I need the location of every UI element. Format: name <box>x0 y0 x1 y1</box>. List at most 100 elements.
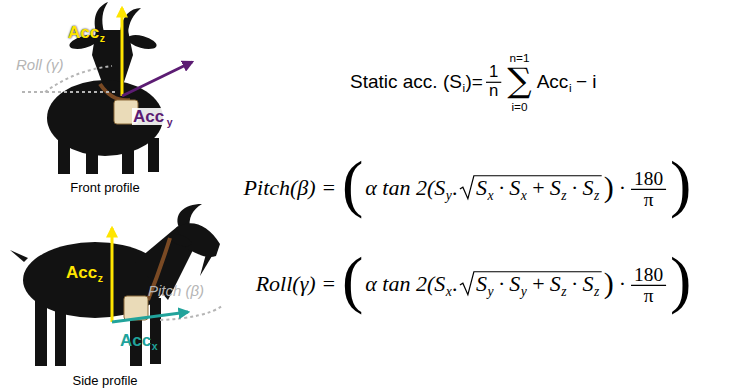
label-holder: Pitch (β) <box>148 283 204 298</box>
label-holder: α tan 2(S <box>365 273 445 295</box>
formula-text: Roll(γ) = <box>256 273 336 295</box>
goat-leg <box>86 148 98 174</box>
label-holder: z <box>561 285 566 299</box>
label-holder: i=0 <box>511 101 527 113</box>
label-holder: · <box>498 273 505 295</box>
label-holder: α tan 2(S <box>365 177 445 199</box>
label-holder: Acc <box>537 72 569 91</box>
formula-text: α tan 2(S <box>365 273 445 295</box>
label-holder: S <box>582 273 593 295</box>
figure-caption: Front profile <box>70 181 139 194</box>
subscript: x <box>152 341 158 352</box>
angle-label: Roll (γ) <box>16 57 64 72</box>
formula-text: + <box>532 177 544 199</box>
denominator: n <box>489 83 498 100</box>
label-holder: z <box>561 189 566 203</box>
label-holder: π <box>644 286 654 305</box>
label-holder: Side profile <box>72 374 137 387</box>
formula-text: )= <box>466 72 483 91</box>
label-holder: y <box>521 285 527 299</box>
label-holder: n <box>489 83 498 100</box>
subscript: x <box>521 189 527 203</box>
goat-leg <box>148 138 159 172</box>
label-holder: 1 <box>489 64 498 81</box>
axis-label: Acc <box>68 24 99 41</box>
denominator: π <box>644 286 654 305</box>
formula-text: · <box>619 177 626 199</box>
axis-label: Acc <box>120 332 151 349</box>
numerator: 180 <box>634 169 663 188</box>
label-holder: 180 <box>634 265 663 284</box>
label-holder: S <box>476 273 487 295</box>
label-holder: ∑ <box>507 63 531 97</box>
label-holder: Front profile <box>70 181 139 194</box>
label-holder: + <box>532 177 544 199</box>
formula-text: . <box>452 273 458 295</box>
formula-text: S <box>509 273 520 295</box>
label-holder: x <box>446 285 452 299</box>
goat-leg <box>58 140 70 174</box>
axis-label: Acc <box>132 108 165 125</box>
subscript: x <box>487 189 493 203</box>
radical-sign <box>460 176 602 199</box>
parenthesis: ) <box>604 268 614 298</box>
label-holder: ) <box>670 248 691 312</box>
angle-label: Pitch (β) <box>148 283 204 298</box>
label-holder: . <box>452 177 458 199</box>
label-holder: ) <box>670 152 691 216</box>
label-holder: · <box>619 177 626 199</box>
formula-text: Static acc. (S <box>350 72 462 91</box>
subscript: y <box>487 285 493 299</box>
label-holder: Acc <box>132 108 165 125</box>
goat-leg <box>150 298 161 364</box>
label-holder: π <box>644 190 654 209</box>
goat-leg <box>122 148 134 174</box>
label-holder: x <box>521 189 527 203</box>
label-holder: y <box>166 117 174 128</box>
label-holder: y <box>487 285 493 299</box>
formula-text: α tan 2(S <box>365 177 445 199</box>
label-holder: S <box>582 177 593 199</box>
label-holder: · <box>571 177 578 199</box>
front-goat <box>47 2 163 174</box>
label-holder: . <box>452 273 458 295</box>
label-holder: z <box>98 273 103 284</box>
label-holder: i <box>569 82 572 94</box>
subscript: i <box>569 82 572 94</box>
side-goat <box>10 204 220 366</box>
numerator: 1 <box>489 64 498 81</box>
label-holder: ( <box>342 152 363 216</box>
formula-text: · <box>571 273 578 295</box>
label-holder: Roll(γ) = <box>256 273 336 295</box>
label-holder: S <box>509 273 520 295</box>
acc-z-arrow <box>111 228 114 322</box>
label-holder: · <box>571 273 578 295</box>
subscript: z <box>561 285 566 299</box>
goat-leg <box>55 303 66 366</box>
label-holder: z <box>594 189 599 203</box>
label-holder: x <box>487 189 493 203</box>
label-holder: ( <box>342 248 363 312</box>
formula-text: · <box>498 177 505 199</box>
subscript: z <box>594 285 599 299</box>
formula-text: · <box>571 177 578 199</box>
label-holder: Acc <box>120 332 151 349</box>
subscript: z <box>100 33 105 44</box>
label-holder: − i <box>576 72 597 91</box>
label-holder: ) <box>604 268 614 298</box>
subscript: z <box>561 189 566 203</box>
numerator: 180 <box>634 265 663 284</box>
figure-caption: Side profile <box>72 374 137 387</box>
axis-label: Acc <box>66 264 97 281</box>
formula-text: S <box>582 273 593 295</box>
sum-limit: i=0 <box>511 101 527 113</box>
parenthesis: ( <box>342 152 363 216</box>
parenthesis: ( <box>342 248 363 312</box>
acc-z-arrow <box>121 8 124 96</box>
label-holder: x <box>152 341 158 352</box>
subscript: i <box>462 82 465 94</box>
label-holder: Pitch(β) = <box>244 177 336 199</box>
label-holder: S <box>509 177 520 199</box>
formula-text: − i <box>576 72 597 91</box>
subscript: z <box>98 273 103 284</box>
